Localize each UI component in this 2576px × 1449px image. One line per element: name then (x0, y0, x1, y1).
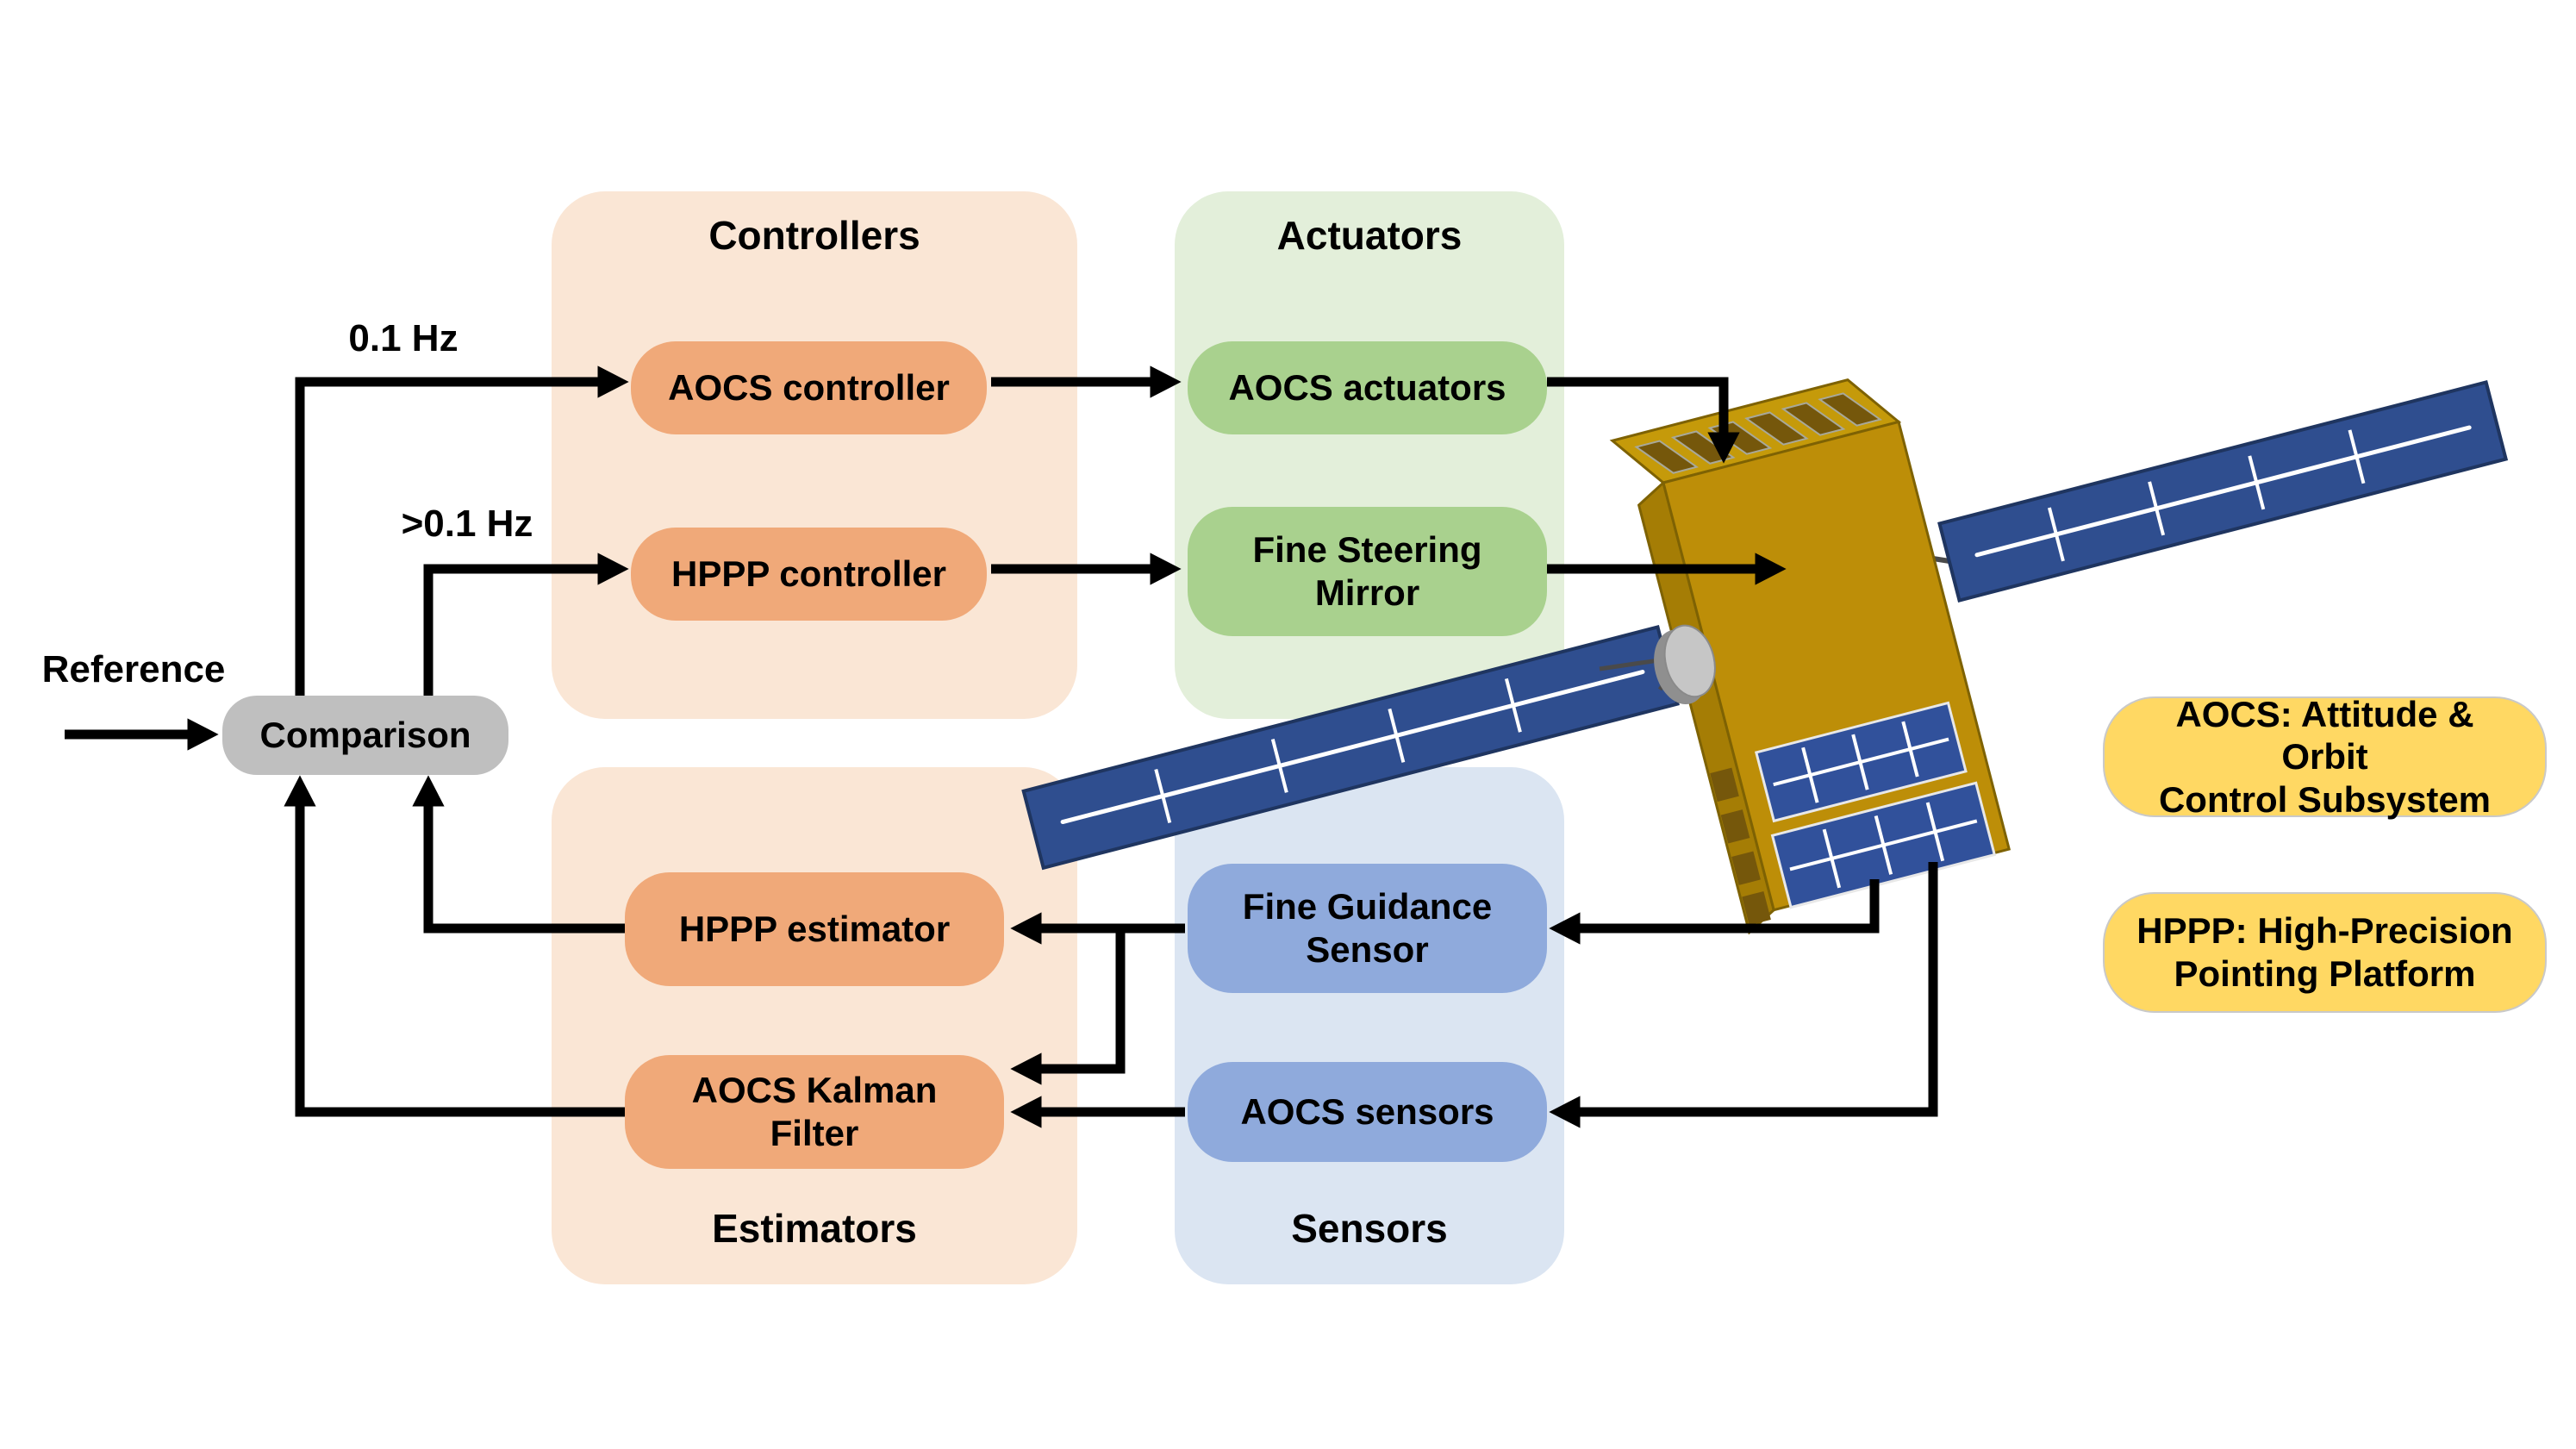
group-title-sensors: Sensors (1291, 1206, 1448, 1251)
estimators-panel (552, 767, 1077, 1284)
arrow-aocs-actuators-to-satellite (1547, 377, 1740, 464)
controllers-panel (552, 191, 1077, 719)
aocs-kalman-filter-box: AOCS Kalman Filter (625, 1055, 1004, 1169)
hppp-estimator-box: HPPP estimator (625, 872, 1004, 986)
arrow-comparison-to-aocs-controller (295, 365, 629, 696)
arrow-comparison-to-hppp-controller (423, 553, 629, 696)
high-frequency-label: >0.1 Hz (401, 503, 533, 545)
satellite-left-solar-wing (1021, 625, 1680, 871)
aocs-actuators-box: AOCS actuators (1188, 341, 1547, 434)
legend-hppp-line2: Pointing Platform (2174, 953, 2476, 994)
signal-arrows (65, 365, 1938, 1128)
satellite-body (1609, 378, 2012, 935)
reference-label: Reference (41, 648, 226, 690)
hppp-controller-box: HPPP controller (631, 528, 987, 621)
aocs-controller-box: AOCS controller (631, 341, 987, 434)
legend-hppp-line1: HPPP: High-Precision (2136, 910, 2513, 952)
group-title-actuators: Actuators (1276, 213, 1463, 258)
satellite-body-solar-arrays (1754, 701, 1997, 909)
legend-hppp: HPPP: High-Precision Pointing Platform (2103, 892, 2547, 1013)
legend-aocs-line1: AOCS: Attitude & Orbit (2175, 693, 2474, 778)
legend-aocs-line2: Control Subsystem (2158, 778, 2492, 820)
arrow-fgs-branch-to-kalman-filter (1010, 928, 1126, 1085)
arrow-kalman-filter-to-comparison (284, 775, 625, 1117)
fine-guidance-sensor-box: Fine Guidance Sensor (1188, 864, 1547, 993)
satellite-right-solar-wing (1937, 380, 2509, 603)
satellite-dish (1654, 624, 1716, 705)
sensors-panel (1175, 767, 1564, 1284)
comparison-box: Comparison (222, 696, 508, 775)
group-title-controllers: Controllers (708, 213, 920, 258)
group-title-estimators: Estimators (712, 1206, 917, 1251)
legend-aocs: AOCS: Attitude & Orbit Control Subsystem (2103, 693, 2547, 820)
fine-steering-mirror-box: Fine Steering Mirror (1188, 507, 1547, 636)
low-frequency-label: 0.1 Hz (348, 317, 458, 359)
arrow-satellite-to-aocs-sensors (1549, 862, 1938, 1128)
arrow-satellite-to-fine-guidance-sensor (1549, 879, 1880, 945)
aocs-sensors-box: AOCS sensors (1188, 1062, 1547, 1162)
satellite-illustration (1021, 378, 2509, 935)
arrow-hppp-estimator-to-comparison (412, 775, 625, 934)
